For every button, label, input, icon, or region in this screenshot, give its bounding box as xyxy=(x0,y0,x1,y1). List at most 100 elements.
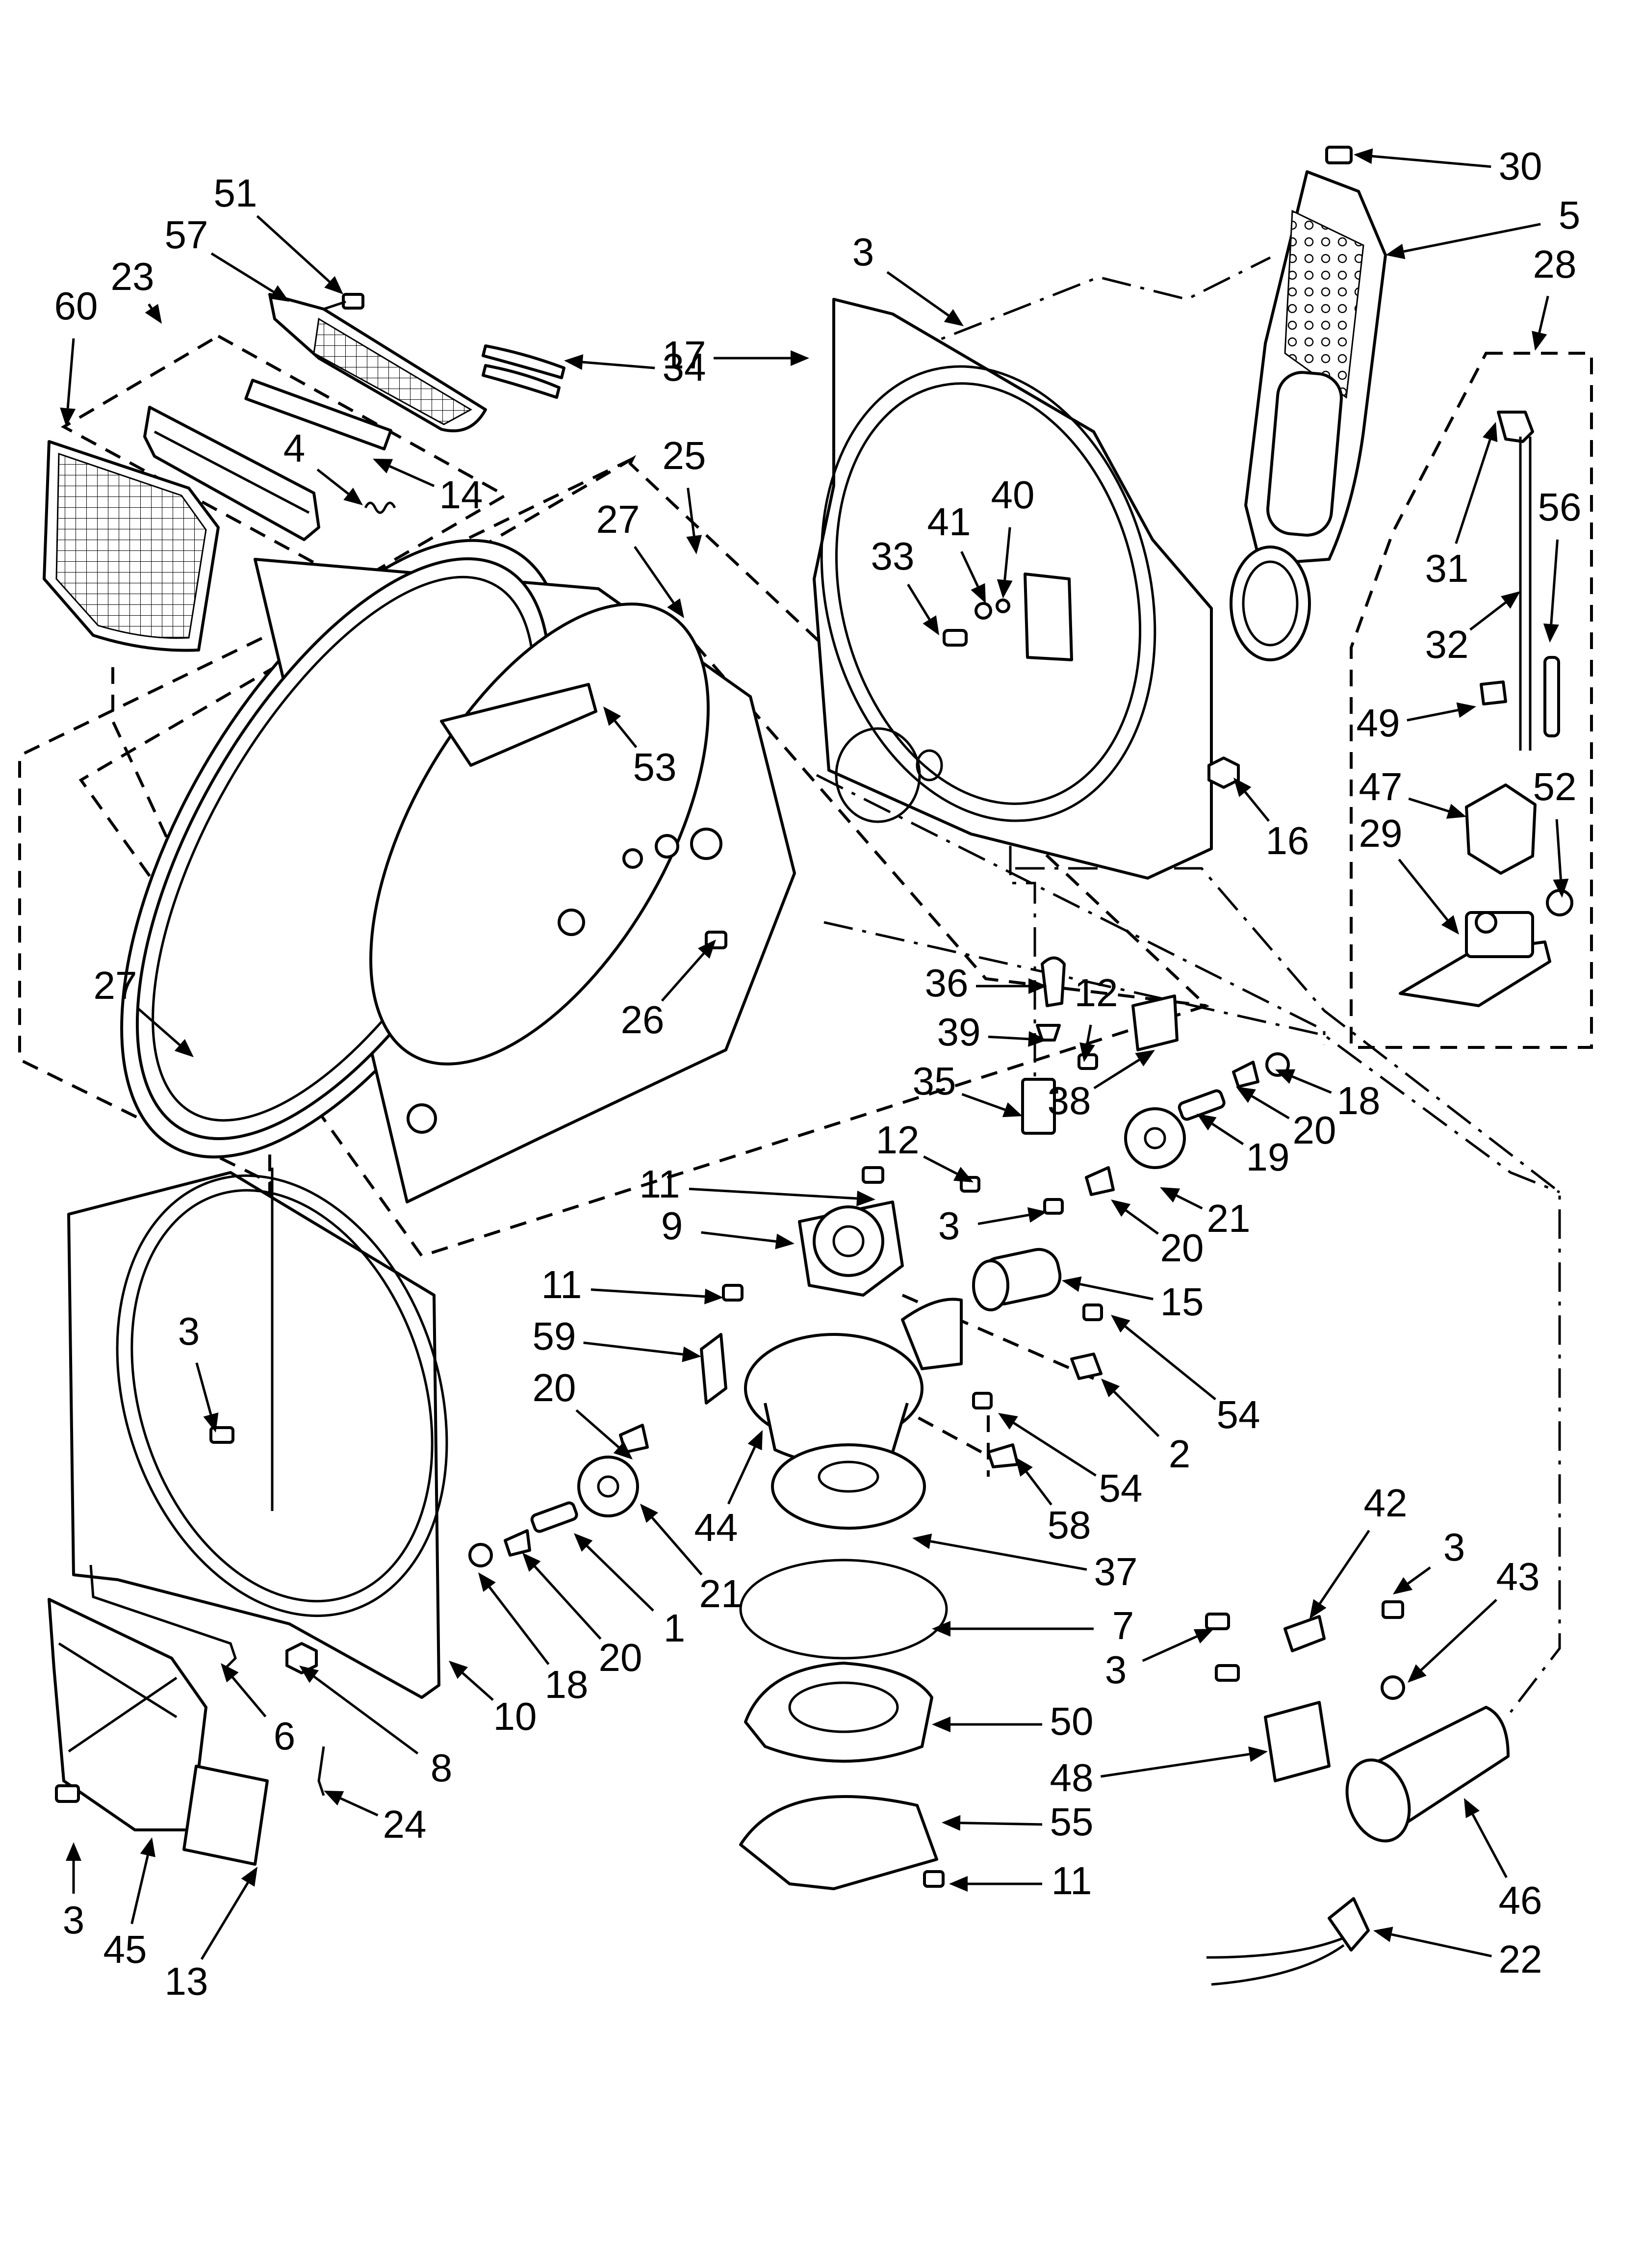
callout-label: 45 xyxy=(103,1928,147,1971)
callout-label: 18 xyxy=(545,1663,589,1706)
callout-label: 33 xyxy=(871,534,915,578)
nut-16 xyxy=(1207,756,1240,789)
callout-leader xyxy=(1455,439,1491,544)
callout-c7: 7 xyxy=(932,1604,1134,1647)
callout-c3f: 3 xyxy=(63,1842,84,1942)
callout-leader xyxy=(614,720,638,748)
gas-tubing xyxy=(1497,411,1560,751)
callout-label: 43 xyxy=(1496,1555,1540,1598)
callout-label: 51 xyxy=(214,171,257,215)
callout-c15: 15 xyxy=(1062,1276,1204,1324)
callout-arrowhead xyxy=(1111,1315,1130,1333)
callout-label: 3 xyxy=(852,230,874,274)
callout-c22: 22 xyxy=(1373,1927,1542,1981)
group-27-boundary xyxy=(18,457,634,1334)
callout-c33: 33 xyxy=(871,534,939,635)
callout-label: 37 xyxy=(1094,1550,1138,1593)
callout-arrowhead xyxy=(373,459,393,474)
callout-arrowhead xyxy=(299,1666,319,1683)
thermal-items xyxy=(943,599,1010,647)
callout-c40: 40 xyxy=(991,473,1034,599)
callout-leader xyxy=(1420,1599,1497,1671)
callout-arrowhead xyxy=(942,1815,961,1831)
callout-label: 47 xyxy=(1359,765,1403,808)
callout-arrowhead xyxy=(856,1190,875,1206)
callout-arrowhead xyxy=(932,1621,950,1637)
lint-grille xyxy=(268,293,487,433)
callout-leader xyxy=(389,465,435,487)
callout-arrowhead xyxy=(1354,148,1373,164)
callout-arrowhead xyxy=(221,1663,239,1683)
callout-label: 21 xyxy=(1207,1197,1251,1240)
callout-arrowhead xyxy=(241,1867,257,1887)
callout-label: 20 xyxy=(1160,1226,1204,1270)
clip-2 xyxy=(1070,1353,1103,1380)
callout-label: 15 xyxy=(1160,1280,1204,1324)
duct-tube xyxy=(972,1248,1062,1311)
callout-leader xyxy=(1372,155,1491,168)
cover-55 xyxy=(739,1795,938,1890)
callout-leader xyxy=(1100,1753,1250,1778)
callout-leader xyxy=(1142,1635,1198,1662)
callout-label: 6 xyxy=(274,1714,296,1758)
callout-leader xyxy=(136,1007,181,1046)
callout-label: 52 xyxy=(1533,765,1577,808)
callout-c38: 38 xyxy=(1048,1050,1155,1122)
callout-c19: 19 xyxy=(1197,1114,1289,1179)
callout-label: 34 xyxy=(663,345,706,389)
callout-label: 57 xyxy=(165,213,208,257)
callout-leader xyxy=(1003,527,1011,580)
callout-leader xyxy=(1471,1814,1508,1878)
screw-3-bottom xyxy=(55,1784,80,1803)
callout-c51: 51 xyxy=(214,171,343,294)
callout-label: 20 xyxy=(1293,1108,1336,1152)
callout-c3b: 3 xyxy=(938,1204,1047,1248)
callout-c45: 45 xyxy=(103,1837,155,1971)
callout-arrowhead xyxy=(791,350,809,366)
callout-c8: 8 xyxy=(299,1666,452,1790)
callout-label: 50 xyxy=(1050,1699,1094,1743)
callout-arrowhead xyxy=(449,1661,468,1679)
callout-arrowhead xyxy=(1446,804,1466,819)
callout-label: 22 xyxy=(1499,1937,1542,1981)
callout-label: 31 xyxy=(1425,547,1469,590)
plate-50 xyxy=(744,1662,933,1763)
callout-c43: 43 xyxy=(1408,1555,1539,1683)
callout-label: 56 xyxy=(1538,485,1582,529)
callout-leader xyxy=(661,952,705,1002)
exhaust-duct xyxy=(1230,170,1387,661)
callout-arrowhead xyxy=(145,304,162,324)
callout-arrowhead xyxy=(1193,1629,1214,1644)
callout-arrowhead xyxy=(1501,591,1520,609)
callout-leader xyxy=(1124,1325,1216,1401)
callout-leader xyxy=(961,1093,1006,1111)
callout-arrowhead xyxy=(932,1717,950,1732)
rear-bulkhead xyxy=(813,298,1213,880)
callout-c42: 42 xyxy=(1309,1481,1407,1619)
callout-leader xyxy=(210,252,275,293)
callout-c53: 53 xyxy=(603,706,676,789)
callout-c13: 13 xyxy=(165,1867,257,2003)
callout-c24: 24 xyxy=(324,1791,426,1846)
callout-arrowhead xyxy=(1408,1664,1427,1683)
callout-arrowhead xyxy=(564,354,584,370)
callout-arrowhead xyxy=(667,598,684,618)
bracket-59 xyxy=(700,1333,727,1405)
callout-c34: 34 xyxy=(564,345,706,389)
drum-group-boundary xyxy=(675,622,1207,1007)
callout-label: 12 xyxy=(1075,971,1118,1015)
callout-arrowhead xyxy=(1002,1102,1023,1118)
callout-label: 38 xyxy=(1048,1079,1091,1122)
lint-screen xyxy=(43,440,220,652)
callout-leader xyxy=(195,1362,212,1415)
screw-51 xyxy=(323,293,364,311)
callout-label: 7 xyxy=(1112,1604,1134,1647)
callout-leader xyxy=(1292,1075,1332,1094)
callout-label: 1 xyxy=(664,1606,686,1650)
callout-arrowhead xyxy=(1456,702,1476,718)
callout-label: 14 xyxy=(439,473,483,517)
callout-leader xyxy=(1408,797,1449,812)
callout-leader xyxy=(130,1855,149,1925)
callout-c54a: 54 xyxy=(1111,1315,1260,1436)
callout-arrowhead xyxy=(174,1039,194,1057)
